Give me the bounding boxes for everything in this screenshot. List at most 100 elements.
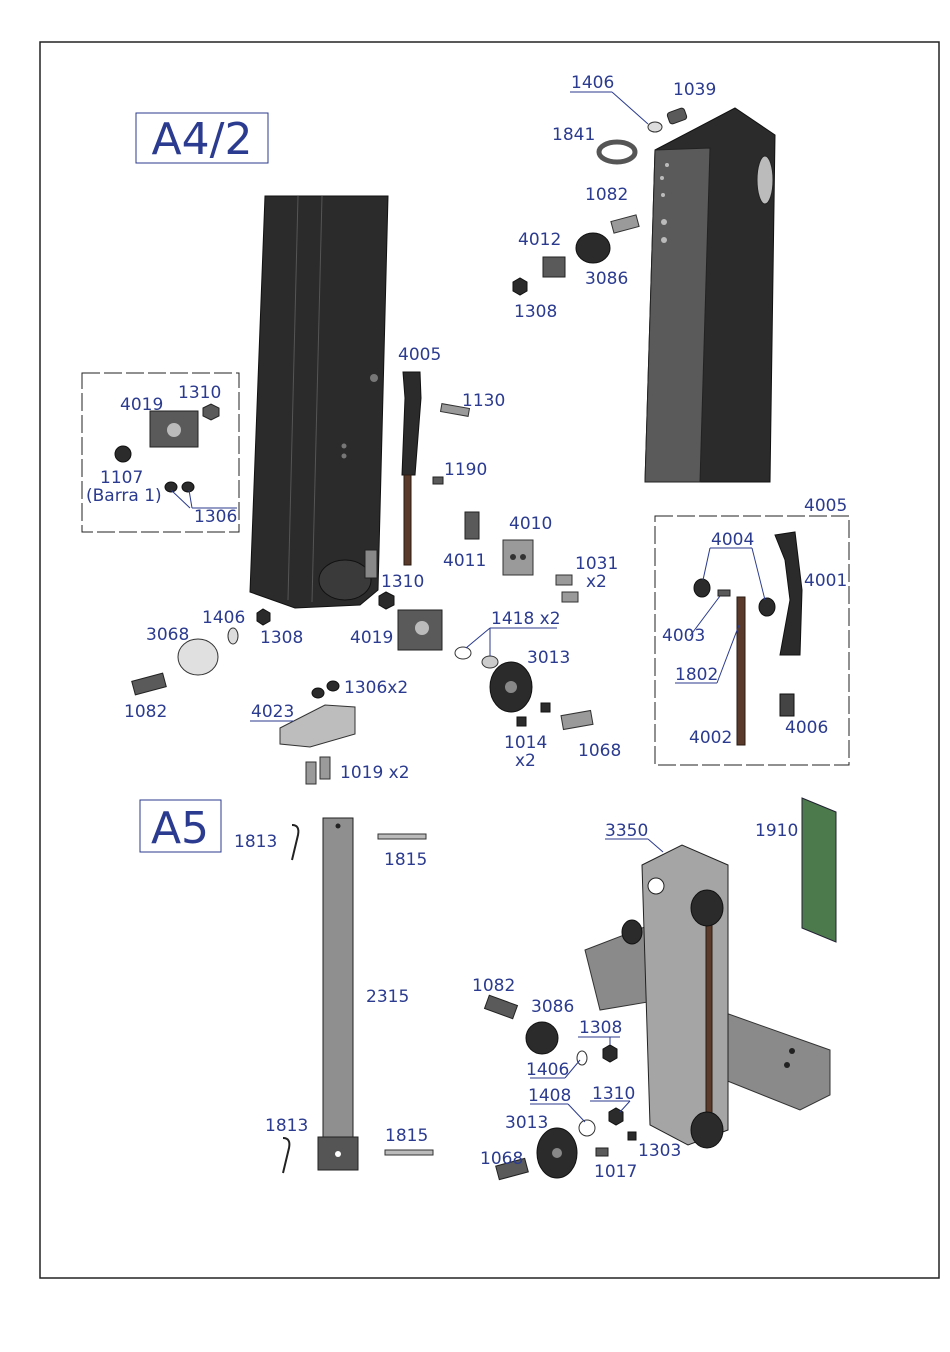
screws-1019: [305, 756, 331, 785]
roller-3086-top: [575, 232, 611, 264]
label-4006: 4006: [785, 718, 828, 738]
nuts-1306x2: [311, 680, 340, 699]
bolt-1039: [666, 107, 688, 125]
label-1068-mid: 1068: [578, 741, 621, 761]
roller-3086-bottom: [525, 1021, 559, 1055]
detail-box-4019: [81, 372, 240, 533]
bolt-1130: [439, 403, 471, 417]
label-1031: 1031: [575, 554, 618, 574]
label-1310-mid: 1310: [381, 572, 424, 592]
nut-1310-inset: [202, 403, 220, 421]
plate-4012: [542, 256, 566, 278]
label-1841: 1841: [552, 125, 595, 145]
label-1406-bottom: 1406: [526, 1060, 569, 1080]
bolt-1082-mid: [131, 672, 167, 696]
label-1310-bottom: 1310: [592, 1084, 635, 1104]
nuts-1306-inset: [164, 481, 195, 493]
shoulder-bolt-1082-top: [610, 214, 640, 234]
drawing-frame: [39, 41, 940, 1279]
label-1107: 1107: [100, 468, 143, 488]
label-3086-top: 3086: [585, 269, 628, 289]
label-1107-barra: (Barra 1): [86, 486, 162, 506]
label-4010: 4010: [509, 514, 552, 534]
label-4002: 4002: [689, 728, 732, 748]
bolt-1107: [114, 445, 132, 463]
label-1418: 1418 x2: [491, 609, 561, 629]
eyebolt-1841: [596, 139, 638, 165]
label-1813-top: 1813: [234, 832, 277, 852]
nut-1308-mid: [256, 608, 271, 626]
label-1910: 1910: [755, 821, 798, 841]
label-3068: 3068: [146, 625, 189, 645]
label-1130: 1130: [462, 391, 505, 411]
label-4004: 4004: [711, 530, 754, 550]
label-4019-inset: 4019: [120, 395, 163, 415]
label-4011: 4011: [443, 551, 486, 571]
bolts-1031: [555, 574, 579, 603]
label-1039: 1039: [673, 80, 716, 100]
roller-3068: [177, 638, 219, 676]
label-1068-bottom: 1068: [480, 1149, 523, 1169]
label-3350: 3350: [605, 821, 648, 841]
label-1408: 1408: [528, 1086, 571, 1106]
label-1802: 1802: [675, 665, 718, 685]
label-1306-inset: 1306: [194, 507, 237, 527]
label-4005-box: 4005: [804, 496, 847, 516]
section-a5-title-box: A5: [139, 799, 222, 854]
carriage-3350: [584, 844, 831, 1149]
washer-1408: [578, 1119, 596, 1137]
bracket-4019-inset: [149, 410, 199, 448]
bar-2315: [317, 817, 359, 1171]
section-a4-title: A4/2: [152, 114, 253, 165]
label-4001: 4001: [804, 571, 847, 591]
label-3086-bottom: 3086: [531, 997, 574, 1017]
label-1306x2: 1306x2: [344, 678, 408, 698]
screw-1190: [432, 476, 444, 485]
bolt-1068-mid: [560, 709, 594, 731]
label-1308-mid: 1308: [260, 628, 303, 648]
label-4023: 4023: [251, 702, 294, 722]
label-4003: 4003: [662, 626, 705, 646]
label-1308-bottom: 1308: [579, 1018, 622, 1038]
label-2315: 2315: [366, 987, 409, 1007]
label-1019: 1019 x2: [340, 763, 410, 783]
screw-1017: [595, 1147, 609, 1157]
nut-1303: [627, 1131, 637, 1141]
label-1406-mid: 1406: [202, 608, 245, 628]
detail-box-4005: [654, 515, 850, 766]
label-1014-x2: x2: [515, 751, 536, 771]
bolt-1068-bottom: [495, 1157, 529, 1181]
label-4012: 4012: [518, 230, 561, 250]
label-1813-bottom: 1813: [265, 1116, 308, 1136]
pulley-3013-bottom: [536, 1127, 578, 1179]
washer-1406-bottom: [576, 1050, 588, 1066]
plate-4023: [279, 704, 356, 748]
clip-1813-top: [291, 824, 300, 861]
block-4010: [502, 539, 534, 576]
block-4011: [464, 511, 480, 540]
label-1082-mid: 1082: [124, 702, 167, 722]
label-1310-inset: 1310: [178, 383, 221, 403]
spring-4006: [779, 693, 795, 717]
section-a5-title: A5: [151, 803, 209, 854]
label-1406-top: 1406: [571, 73, 614, 93]
label-4005-top: 4005: [398, 345, 441, 365]
label-1031-x2: x2: [586, 572, 607, 592]
leader-lines: [170, 91, 766, 1123]
nut-1310-bottom: [608, 1107, 624, 1126]
screws-1014: [516, 702, 551, 727]
label-4019-mid: 4019: [350, 628, 393, 648]
label-1308-top: 1308: [514, 302, 557, 322]
label-1082-top: 1082: [585, 185, 628, 205]
washer-1406-top: [647, 121, 663, 133]
pulley-3013-mid: [489, 661, 533, 713]
label-1190: 1190: [444, 460, 487, 480]
arm-4005: [401, 371, 422, 566]
arm-4001: [774, 531, 803, 656]
rod-4002: [736, 596, 746, 746]
label-3013-mid: 3013: [527, 648, 570, 668]
label-1017: 1017: [594, 1162, 637, 1182]
nut-1310-mid: [378, 591, 395, 610]
label-1815-top: 1815: [384, 850, 427, 870]
